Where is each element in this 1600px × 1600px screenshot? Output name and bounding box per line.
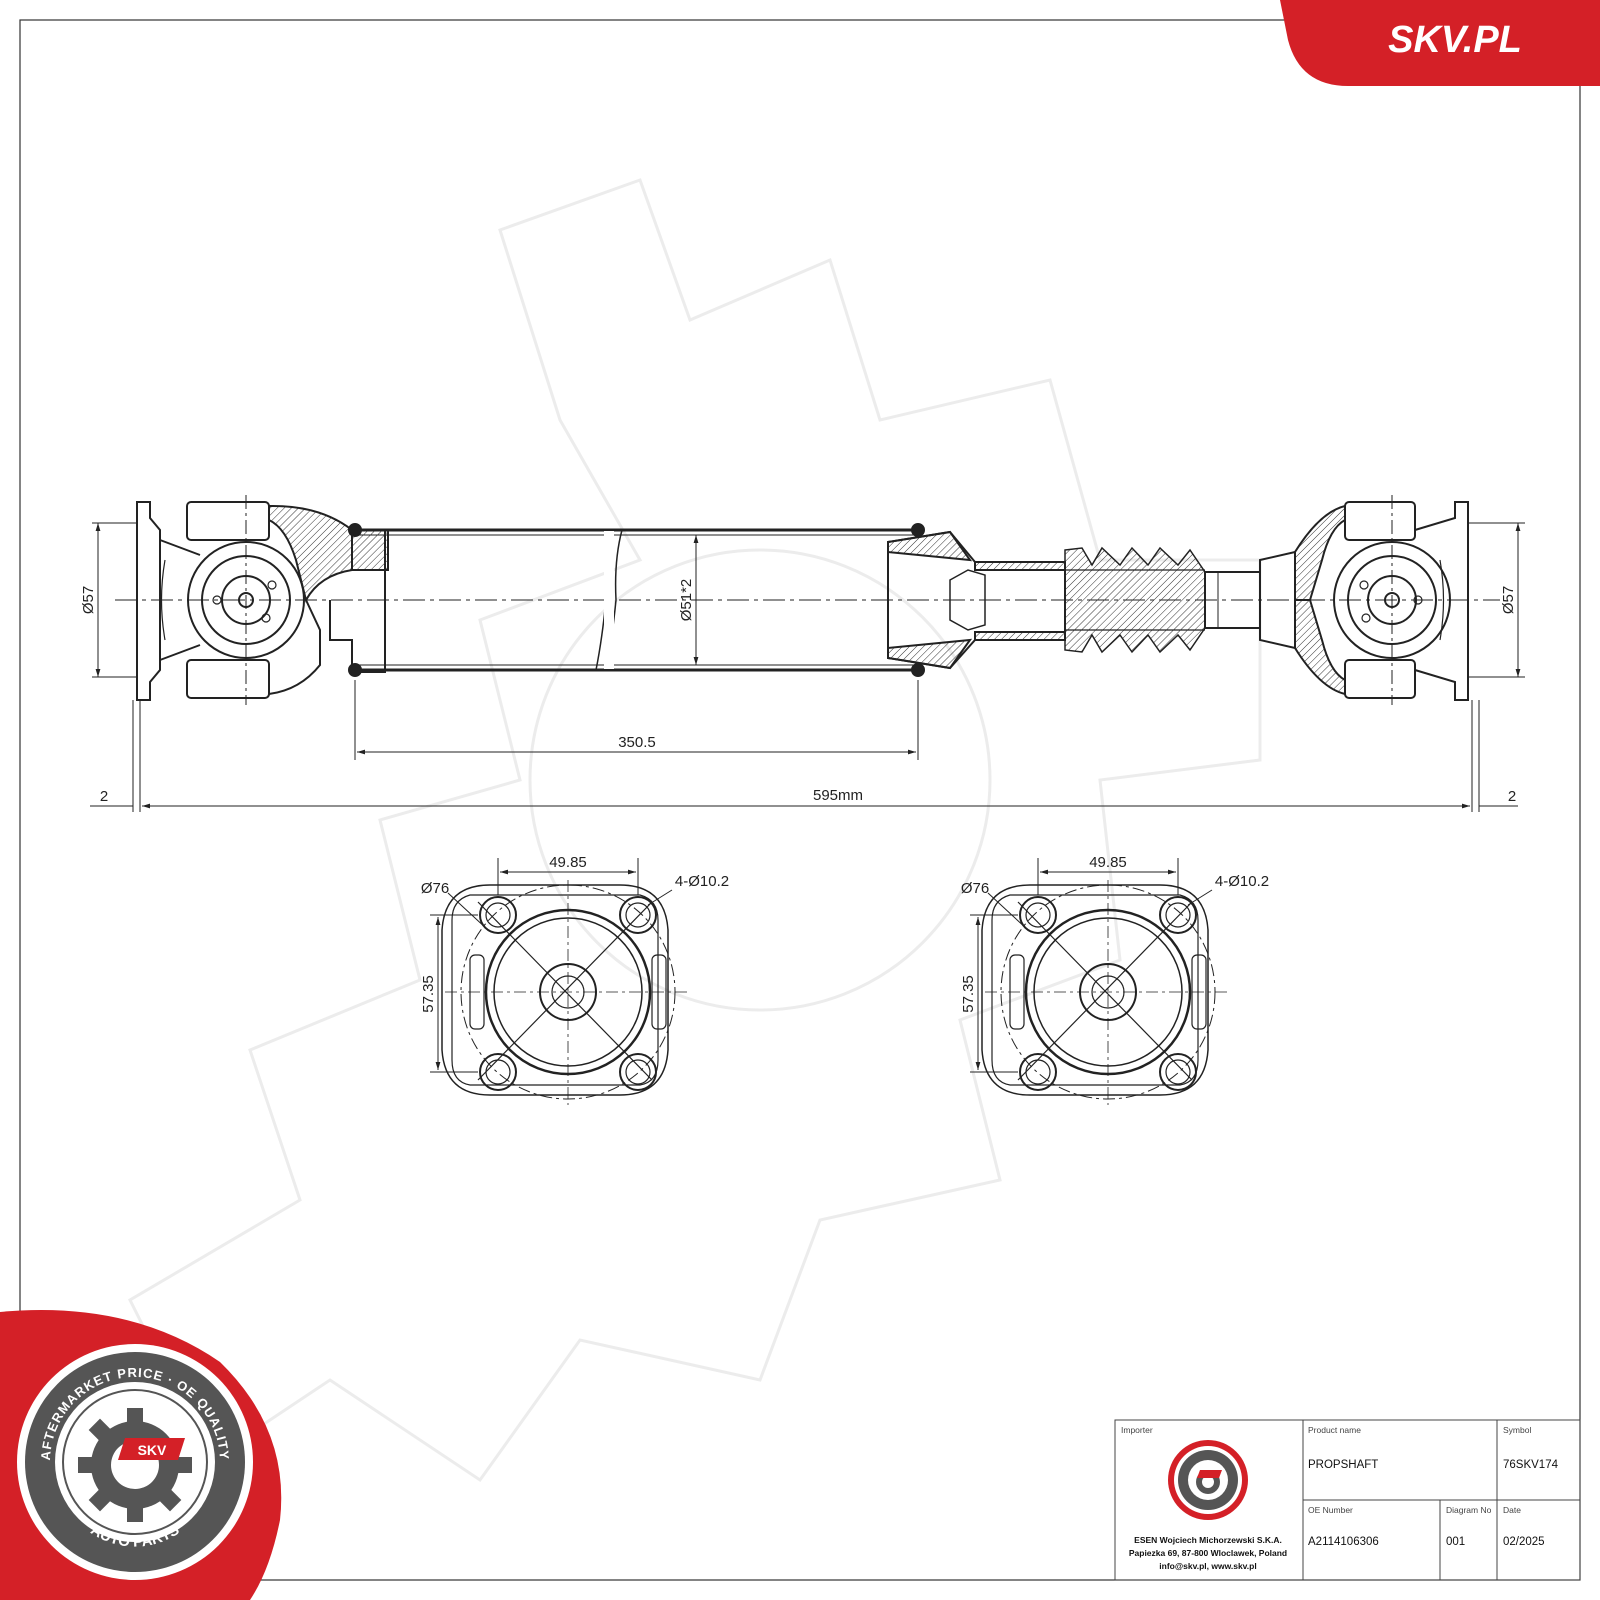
flange1-outer-diameter-label: Ø76 <box>421 880 449 897</box>
overall-length-label: 595mm <box>813 787 863 804</box>
diagram-no-label: Diagram No <box>1446 1505 1492 1515</box>
importer-line-3: info@skv.pl, www.skv.pl <box>1159 1561 1256 1571</box>
product-name-value: PROPSHAFT <box>1308 1459 1378 1471</box>
left-end-gap-label: 2 <box>100 788 108 805</box>
flange1-bolt-holes-label: 4-Ø10.2 <box>675 873 729 890</box>
symbol-value: 76SKV174 <box>1503 1459 1559 1471</box>
brand-banner-text: SKV.PL <box>1388 19 1522 61</box>
oe-number-label: OE Number <box>1308 1505 1353 1515</box>
flange2-vertical-spacing-label: 57.35 <box>960 975 977 1013</box>
date-label: Date <box>1503 1505 1521 1515</box>
tube-diameter-label: Ø51*2 <box>678 579 695 622</box>
flange-end-view-right <box>970 858 1230 1105</box>
seal-center-text: SKV <box>138 1442 167 1458</box>
flange-end-view-left <box>430 858 690 1105</box>
importer-line-2: Papiezka 69, 87-800 Wloclawek, Poland <box>1129 1548 1287 1558</box>
flange1-bolt-spacing-label: 49.85 <box>549 854 587 871</box>
importer-line-1: ESEN Wojciech Michorzewski S.K.A. <box>1134 1535 1282 1545</box>
side-view-dimensions <box>90 522 1525 812</box>
right-flange-diameter-label: Ø57 <box>1500 586 1517 614</box>
oe-number-value: A2114106306 <box>1308 1536 1379 1548</box>
skv-seal-large: SKV AFTERMARKET PRICE · OE QUALITY AUTO … <box>0 1310 282 1600</box>
product-name-label: Product name <box>1308 1425 1361 1435</box>
sheet-border <box>19 19 1581 1581</box>
flange2-outer-diameter-label: Ø76 <box>961 880 989 897</box>
left-flange-diameter-label: Ø57 <box>80 586 97 614</box>
date-value: 02/2025 <box>1503 1536 1545 1548</box>
flange2-bolt-spacing-label: 49.85 <box>1089 854 1127 871</box>
propshaft-side-view <box>115 495 1500 705</box>
flange1-vertical-spacing-label: 57.35 <box>420 975 437 1013</box>
brand-banner: SKV.PL <box>1280 0 1600 86</box>
symbol-label: Symbol <box>1503 1425 1531 1435</box>
flange2-bolt-holes-label: 4-Ø10.2 <box>1215 873 1269 890</box>
importer-label: Importer <box>1121 1425 1153 1435</box>
right-end-gap-label: 2 <box>1508 788 1516 805</box>
tube-length-label: 350.5 <box>618 734 656 751</box>
diagram-no-value: 001 <box>1446 1536 1465 1548</box>
title-block <box>1114 1419 1581 1581</box>
skv-seal-small <box>1168 1440 1248 1520</box>
watermark-gear <box>128 178 1262 1483</box>
